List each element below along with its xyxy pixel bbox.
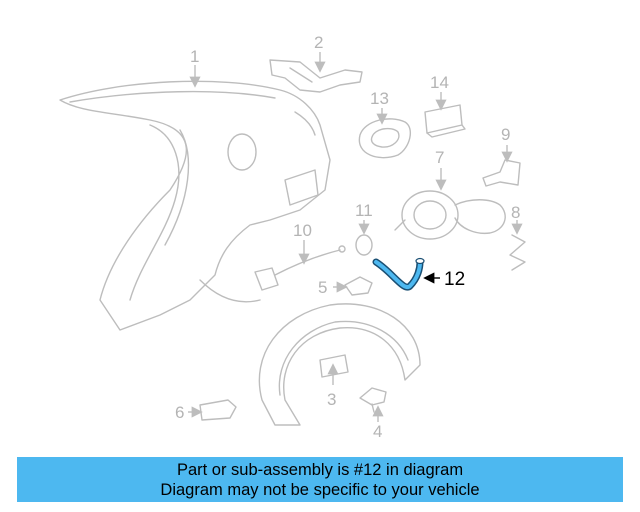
- banner-line-part-number: Part or sub-assembly is #12 in diagram: [176, 461, 464, 479]
- callout-9: 9: [501, 125, 510, 144]
- callout-7: 7: [435, 148, 444, 167]
- pad-part-14: [424, 104, 466, 138]
- bracket-part-2: [269, 59, 363, 93]
- spring-part-8: [509, 234, 526, 271]
- callout-6: 6: [175, 403, 184, 422]
- callout-5: 5: [318, 278, 327, 297]
- leader-lines: [188, 52, 523, 422]
- callout-3: 3: [327, 390, 336, 409]
- callout-8: 8: [511, 203, 520, 222]
- callout-10: 10: [293, 221, 312, 240]
- info-banner: Part or sub-assembly is #12 in diagram D…: [17, 457, 623, 502]
- callout-4: 4: [373, 422, 382, 441]
- fender-liner-part-3: [258, 303, 421, 426]
- callout-1: 1: [190, 47, 199, 66]
- quarter-panel-part-1: [59, 80, 331, 331]
- banner-line-disclaimer: Diagram may not be specific to your vehi…: [160, 481, 480, 499]
- cable-part-10: [254, 245, 346, 291]
- screw-part-4: [359, 387, 387, 413]
- callout-13: 13: [370, 89, 389, 108]
- bracket-part-9: [482, 159, 521, 187]
- clip-part-6: [199, 399, 237, 421]
- callout-14: 14: [430, 73, 449, 92]
- callout-12-highlighted: 12: [444, 269, 465, 290]
- fuel-door-ring-part-13: [358, 118, 412, 159]
- fuel-filler-lid-part-7: [394, 190, 506, 240]
- callout-2: 2: [314, 33, 323, 52]
- callout-11: 11: [355, 201, 373, 220]
- cap-part-11: [355, 234, 373, 256]
- hose-part-12: [372, 257, 425, 291]
- clip-part-5: [344, 276, 373, 296]
